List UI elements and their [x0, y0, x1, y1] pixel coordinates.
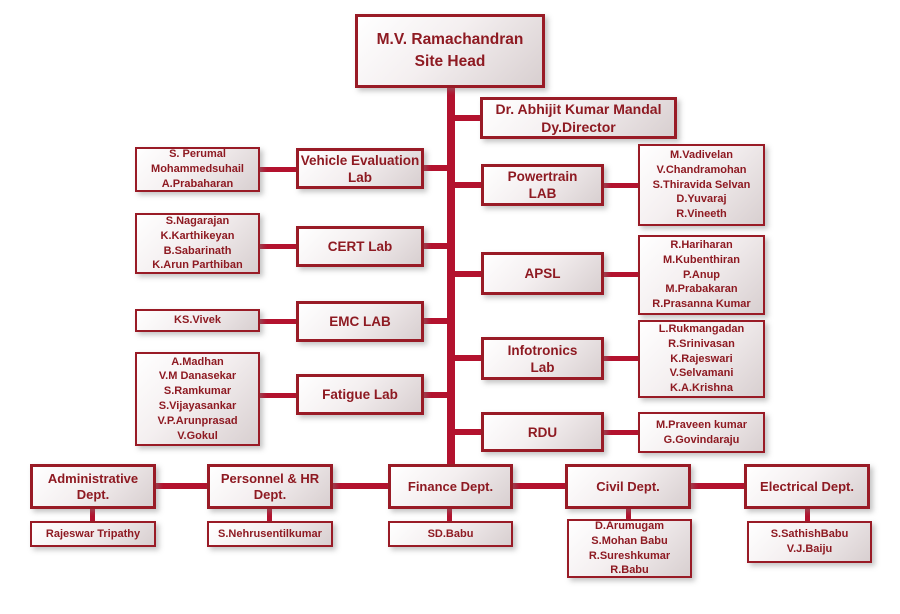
cert-lab-staff: S.Nagarajan K.Karthikeyan B.Sabarinath K… — [135, 213, 260, 274]
emc-lab-box: EMC LAB — [296, 301, 424, 342]
vehicle-evaluation-lab-staff: S. Perumal Mohammedsuhail A.Prabaharan — [135, 147, 260, 192]
electrical-dept-staff: S.SathishBabu V.J.Baiju — [747, 521, 872, 563]
civil-dept-box: Civil Dept. — [565, 464, 691, 509]
site-head-box: M.V. Ramachandran Site Head — [355, 14, 545, 88]
powertrain-lab-staff: M.Vadivelan V.Chandramohan S.Thiravida S… — [638, 144, 765, 226]
fatigue-lab-box: Fatigue Lab — [296, 374, 424, 415]
connector-deputy — [453, 115, 482, 121]
connector-infotronics-staff — [601, 356, 641, 361]
connector-apsl — [453, 271, 483, 277]
apsl-staff: R.Hariharan M.Kubenthiran P.Anup M.Praba… — [638, 235, 765, 315]
connector-apsl-staff — [601, 272, 641, 277]
connector-powertrain-lab — [453, 182, 483, 188]
connector-admin-staff — [90, 508, 95, 522]
connector-electrical-staff — [805, 508, 810, 522]
connector-spine — [447, 86, 455, 466]
connector-vehicle-staff — [257, 167, 299, 172]
deputy-director-box: Dr. Abhijit Kumar Mandal Dy.Director — [480, 97, 677, 139]
connector-personnel-staff — [267, 508, 272, 522]
infotronics-lab-staff: L.Rukmangadan R.Srinivasan K.Rajeswari V… — [638, 320, 765, 398]
connector-fatigue-lab — [423, 392, 449, 398]
deputy-director-name: Dr. Abhijit Kumar Mandal — [495, 101, 662, 117]
connector-civil-staff — [626, 508, 631, 522]
deputy-director-role: Dy.Director — [541, 119, 616, 135]
connector-cert-lab — [423, 243, 449, 249]
infotronics-lab-box: Infotronics Lab — [481, 337, 604, 380]
site-head-name: M.V. Ramachandran — [376, 31, 524, 48]
electrical-dept-box: Electrical Dept. — [744, 464, 870, 509]
civil-dept-staff: D.Arumugam S.Mohan Babu R.Sureshkumar R.… — [567, 519, 692, 578]
vehicle-evaluation-lab-box: Vehicle Evaluation Lab — [296, 148, 424, 189]
emc-lab-staff: KS.Vivek — [135, 309, 260, 332]
connector-infotronics-lab — [453, 355, 483, 361]
site-head-role: Site Head — [414, 53, 486, 70]
administrative-dept-staff: Rajeswar Tripathy — [30, 521, 156, 547]
apsl-box: APSL — [481, 252, 604, 295]
connector-cert-staff — [257, 244, 299, 249]
finance-dept-staff: SD.Babu — [388, 521, 513, 547]
connector-emc-staff — [257, 319, 299, 324]
powertrain-lab-box: Powertrain LAB — [481, 164, 604, 206]
fatigue-lab-staff: A.Madhan V.M Danasekar S.Ramkumar S.Vija… — [135, 352, 260, 446]
personnel-hr-dept-box: Personnel & HR Dept. — [207, 464, 333, 509]
rdu-staff: M.Praveen kumar G.Govindaraju — [638, 412, 765, 453]
connector-emc-lab — [423, 318, 449, 324]
connector-rdu — [453, 429, 483, 435]
connector-vehicle-lab — [423, 165, 449, 171]
personnel-hr-dept-staff: S.Nehrusentilkumar — [207, 521, 333, 547]
connector-fatigue-staff — [257, 393, 299, 398]
connector-finance-staff — [447, 508, 452, 522]
administrative-dept-box: Administrative Dept. — [30, 464, 156, 509]
cert-lab-box: CERT Lab — [296, 226, 424, 267]
connector-rdu-staff — [601, 430, 641, 435]
rdu-box: RDU — [481, 412, 604, 452]
finance-dept-box: Finance Dept. — [388, 464, 513, 509]
connector-powertrain-staff — [601, 183, 641, 188]
